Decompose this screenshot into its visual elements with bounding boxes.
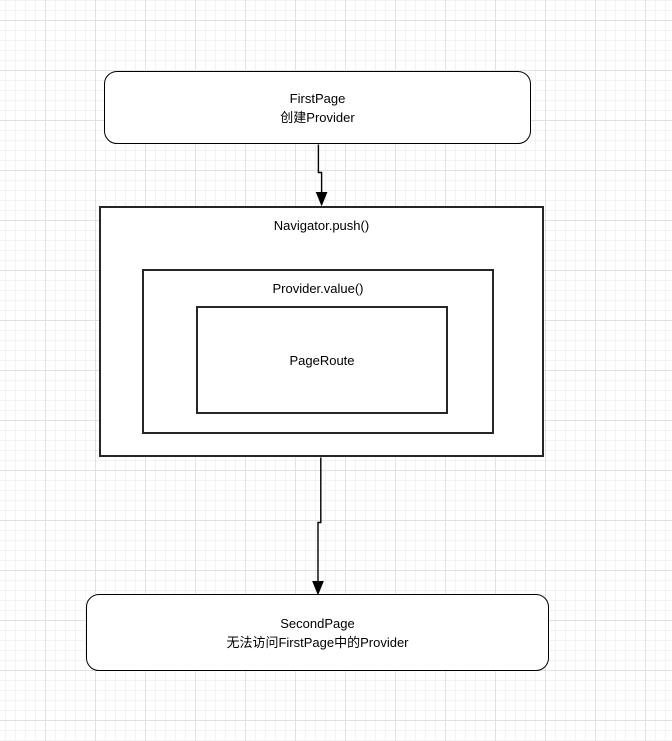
node-navigator-push-label: Navigator.push() [273, 218, 370, 233]
node-second-page-title: SecondPage [280, 615, 355, 631]
node-page-route[interactable]: PageRoute [196, 306, 448, 414]
node-second-page-subtitle: 无法访问FirstPage中的Provider [226, 634, 409, 650]
edge-navigator-to-secondpage[interactable] [312, 457, 324, 596]
edge-navigator-to-secondpage-line[interactable] [317, 457, 322, 582]
edge-firstpage-to-navigator[interactable] [315, 144, 328, 207]
node-first-page-title: FirstPage [289, 90, 346, 106]
edge-firstpage-to-navigator-line[interactable] [317, 144, 323, 193]
arrowhead-down-icon [315, 192, 328, 207]
node-page-route-label: PageRoute [289, 352, 355, 368]
node-first-page[interactable]: FirstPage 创建Provider [104, 71, 531, 144]
node-provider-value-label: Provider.value() [272, 281, 364, 296]
node-first-page-subtitle: 创建Provider [280, 109, 355, 125]
arrowhead-down-icon [312, 581, 324, 596]
node-second-page[interactable]: SecondPage 无法访问FirstPage中的Provider [86, 594, 549, 671]
